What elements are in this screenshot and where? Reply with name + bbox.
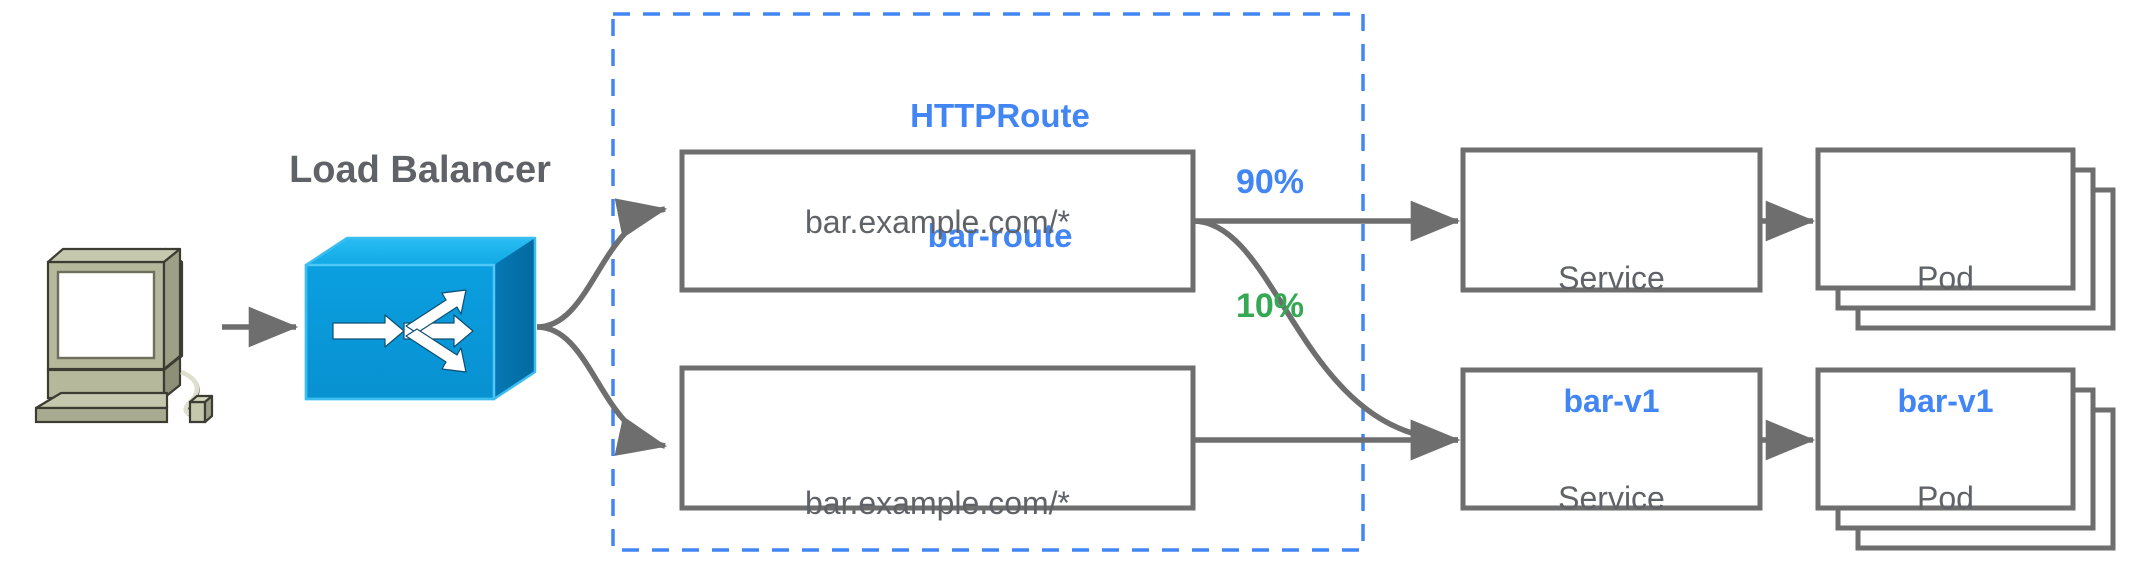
arrow-lb-to-rule-canary bbox=[536, 324, 668, 456]
desktop-computer-icon bbox=[34, 247, 214, 424]
rule-canary-host-label: bar.example.com/* bbox=[804, 485, 1070, 522]
service-v2-kind-label: Service bbox=[1558, 479, 1665, 516]
pod-v1-labels: Pod bar-v1 bbox=[1818, 176, 2073, 504]
service-v1-name-label: bar-v1 bbox=[1563, 382, 1660, 419]
rule-canary-labels: bar.example.com/* env: canary bbox=[682, 400, 1193, 573]
httproute-title: HTTPRoute bar-route bbox=[820, 15, 1180, 337]
httproute-name-label: bar-route bbox=[927, 217, 1073, 255]
service-v1-labels: Service bar-v1 bbox=[1463, 176, 1760, 504]
arrow-lb-to-rule-primary bbox=[536, 198, 668, 330]
weight-label-90: 90% bbox=[1235, 163, 1305, 201]
rule-primary-host-label: bar.example.com/* bbox=[804, 204, 1070, 240]
load-balancer-router-icon bbox=[304, 236, 537, 401]
service-box-bar-v1[interactable] bbox=[1460, 147, 1763, 293]
rule-box-canary[interactable] bbox=[679, 365, 1196, 511]
service-v1-kind-label: Service bbox=[1558, 259, 1665, 296]
pod-v2-labels: Pod bar-v2 bbox=[1818, 396, 2073, 573]
service-v2-labels: Service bar-v2 bbox=[1463, 396, 1760, 573]
rule-box-primary[interactable] bbox=[679, 149, 1196, 293]
pod-v1-kind-label: Pod bbox=[1917, 259, 1974, 296]
service-box-bar-v2[interactable] bbox=[1460, 367, 1763, 511]
pod-stack-bar-v1[interactable] bbox=[1815, 147, 2116, 331]
load-balancer-label: Load Balancer bbox=[289, 149, 551, 191]
arrow-rule-primary-to-service-v2 bbox=[1192, 218, 1461, 461]
pod-v2-kind-label: Pod bbox=[1917, 479, 1974, 516]
pod-v1-name-label: bar-v1 bbox=[1897, 382, 1994, 419]
httproute-boundary bbox=[611, 12, 1365, 552]
pod-stack-bar-v2[interactable] bbox=[1815, 367, 2116, 551]
httproute-kind-label: HTTPRoute bbox=[910, 96, 1090, 134]
weight-label-10: 10% bbox=[1235, 287, 1305, 325]
